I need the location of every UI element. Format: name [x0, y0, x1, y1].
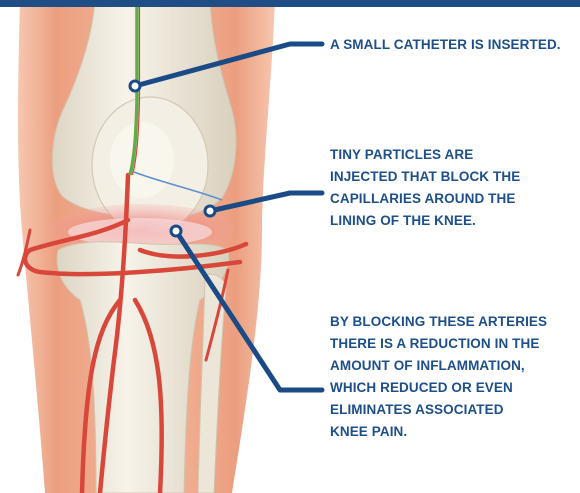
- callout-line-text: INJECTED THAT BLOCK THE: [330, 166, 520, 188]
- callout-line-text: CAPILLARIES AROUND THE: [330, 188, 520, 210]
- header-bar: [0, 0, 580, 7]
- callout-line-text: WHICH REDUCED OR EVEN: [330, 377, 547, 399]
- callout-line-text: BY BLOCKING THESE ARTERIES: [330, 311, 547, 333]
- callout-catheter-inserted: A SMALL CATHETER IS INSERTED.: [330, 34, 561, 56]
- callout-line-text: ELIMINATES ASSOCIATED: [330, 399, 547, 421]
- callout-dot-1: [130, 81, 140, 91]
- callout-line-text: AMOUNT OF INFLAMMATION,: [330, 355, 547, 377]
- callout-line-text: KNEE PAIN.: [330, 421, 547, 443]
- callout-line-text: TINY PARTICLES ARE: [330, 144, 520, 166]
- callout-inflammation-reduced: BY BLOCKING THESE ARTERIES THERE IS A RE…: [330, 311, 547, 443]
- callout-line-text: A SMALL CATHETER IS INSERTED.: [330, 34, 561, 56]
- callout-dot-2: [205, 206, 215, 216]
- callout-line-text: LINING OF THE KNEE.: [330, 210, 520, 232]
- callout-dot-3: [171, 226, 181, 236]
- callout-line-text: THERE IS A REDUCTION IN THE: [330, 333, 547, 355]
- callout-particles-injected: TINY PARTICLES ARE INJECTED THAT BLOCK T…: [330, 144, 520, 232]
